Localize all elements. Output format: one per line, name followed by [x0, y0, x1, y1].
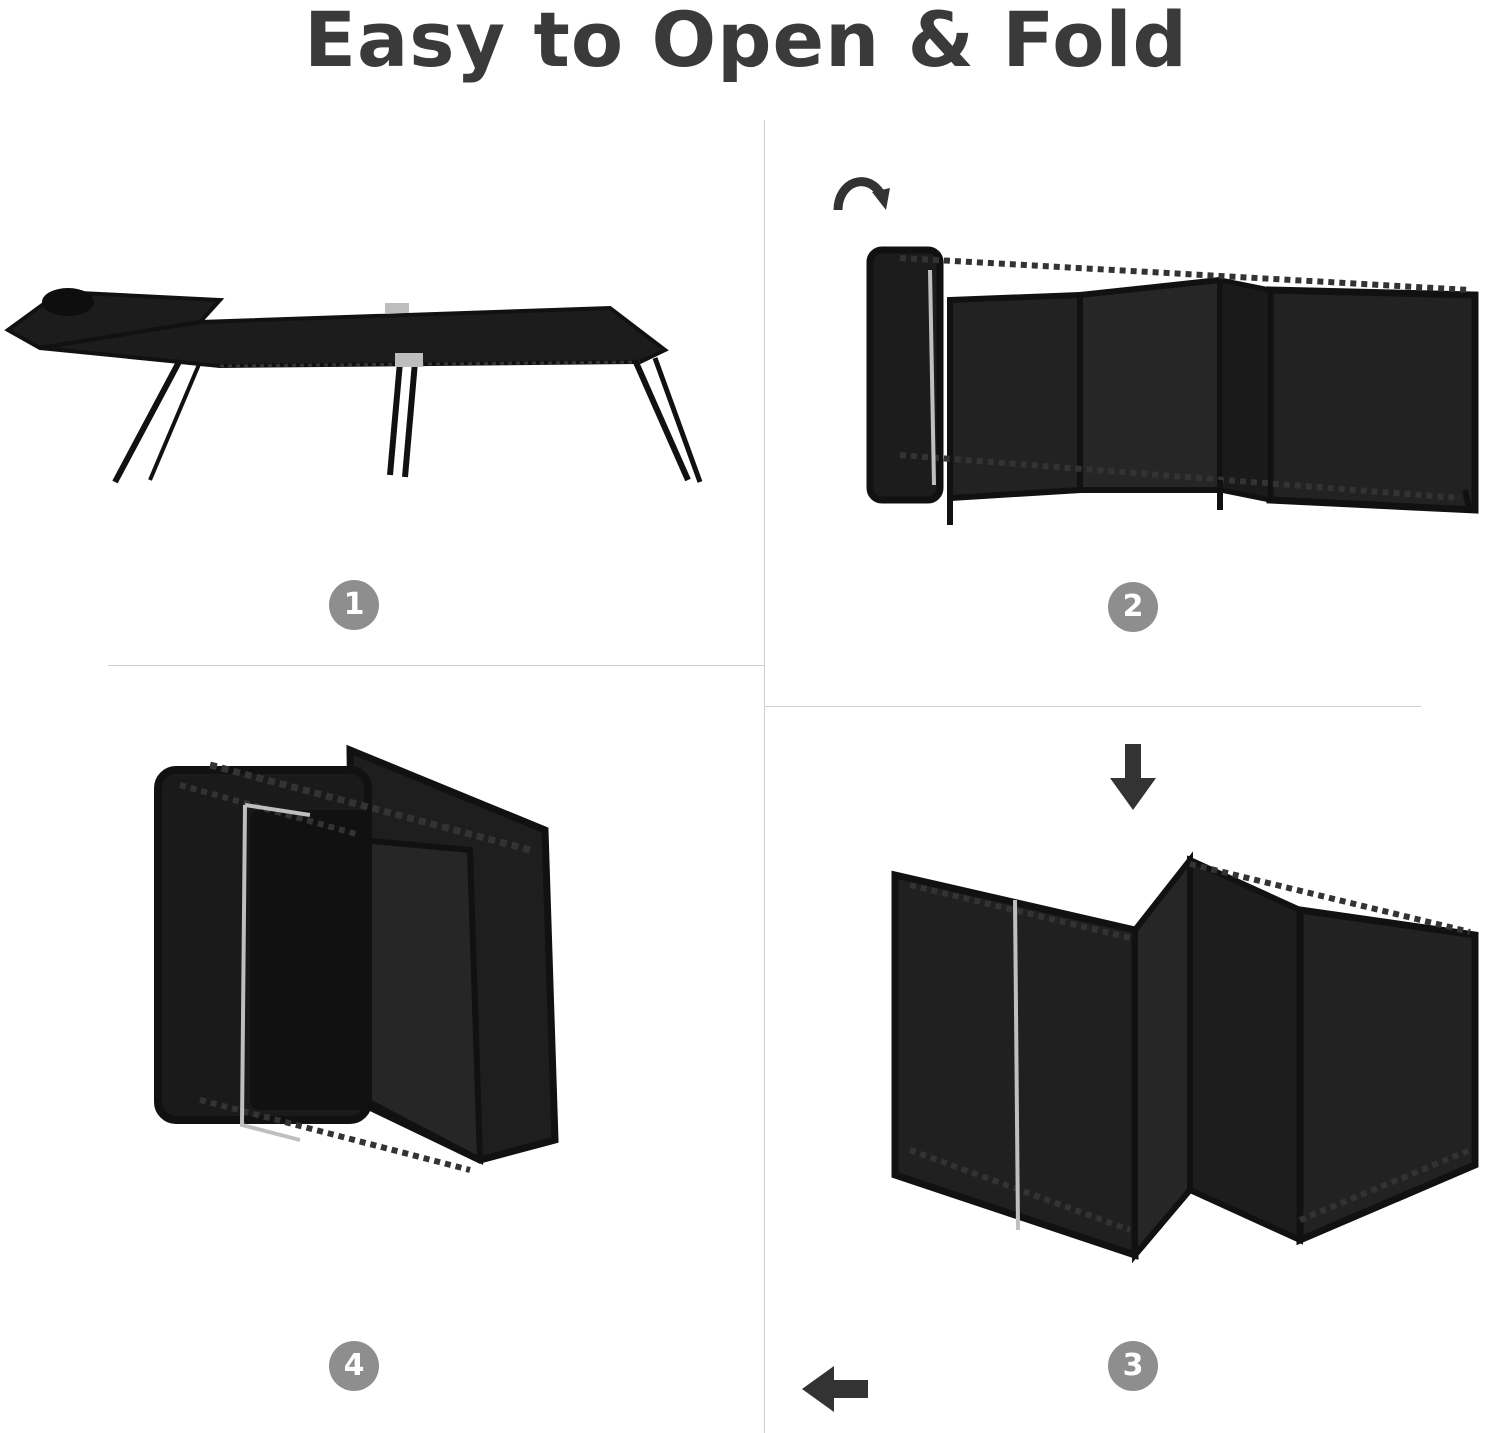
- lounger-folding-start-image: [866, 246, 1479, 525]
- lounger-folded-image: [154, 744, 559, 1173]
- step-3-badge: 3: [1108, 1341, 1158, 1391]
- down-arrow-icon: [1110, 744, 1156, 810]
- lounger-unfolded-image: [4, 288, 703, 484]
- step-3-panel: [880, 850, 1490, 1300]
- step-4-badge: 4: [329, 1341, 379, 1391]
- step-4-panel: [150, 740, 570, 1180]
- curved-arrow-icon: [833, 177, 890, 211]
- page-title: Easy to Open & Fold: [304, 0, 1188, 84]
- horizontal-divider-left: [108, 665, 764, 666]
- step-2-panel: [860, 240, 1490, 540]
- left-arrow-icon: [802, 1366, 868, 1412]
- horizontal-divider-right: [765, 706, 1421, 707]
- step-2-badge: 2: [1108, 582, 1158, 632]
- step-1-badge: 1: [329, 580, 379, 630]
- step-1-panel: [0, 270, 720, 500]
- vertical-divider: [764, 120, 765, 1433]
- lounger-folding-zigzag-image: [891, 851, 1479, 1264]
